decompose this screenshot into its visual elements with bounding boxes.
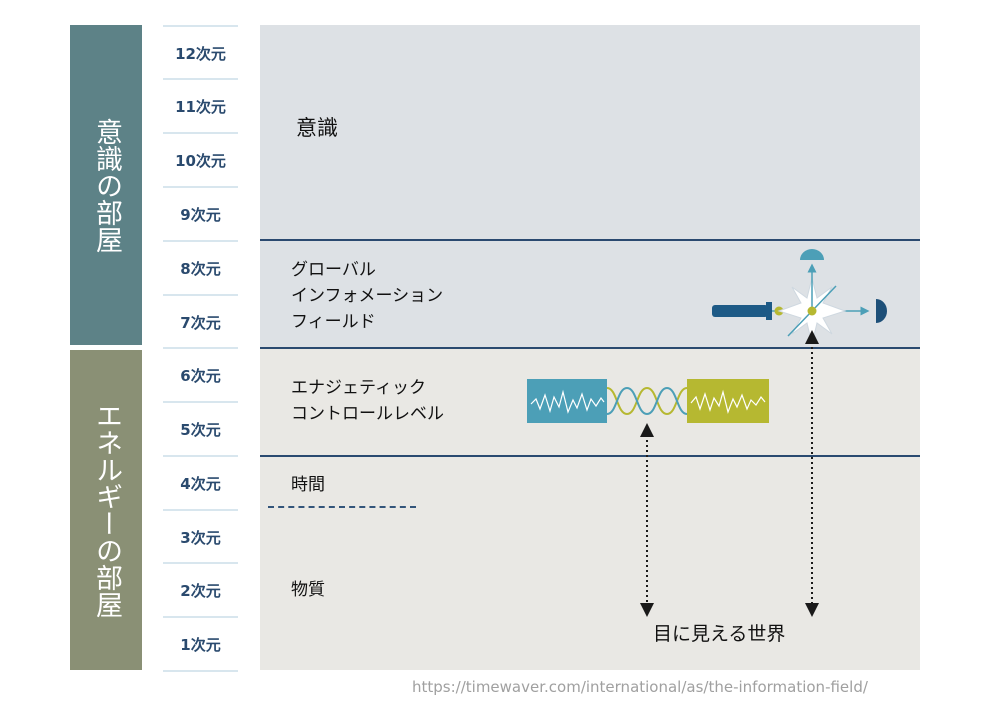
dimension-3: 3次元 [163, 509, 238, 563]
dimension-10: 10次元 [163, 132, 238, 186]
level-matter: 物質 [291, 580, 325, 600]
sine-wave-teal [606, 386, 688, 416]
dimension-column: 12次元 11次元 10次元 9次元 8次元 7次元 6次元 5次元 4次元 3… [163, 25, 238, 672]
dimension-1: 1次元 [163, 616, 238, 670]
consciousness-panel [260, 25, 920, 240]
dimension-2: 2次元 [163, 562, 238, 616]
level-time: 時間 [291, 475, 325, 495]
center-dot [807, 306, 817, 316]
noise-wave-teal [530, 389, 605, 414]
dimension-9: 9次元 [163, 186, 238, 240]
time-matter-dashed-divider [268, 506, 416, 508]
energy-room-label: エネルギーの部屋 [70, 350, 142, 670]
noise-box-olive [687, 379, 769, 423]
divider-energetic [260, 455, 920, 457]
level-energetic-control: エナジェティック コントロールレベル [291, 378, 444, 424]
noise-wave-olive [690, 389, 766, 414]
visible-world-label: 目に見える世界 [653, 623, 786, 645]
detector-top-icon [800, 249, 824, 260]
emitter-device [712, 302, 772, 320]
noise-box-teal [527, 379, 607, 423]
detector-right-icon [876, 299, 887, 323]
divider-global-field [260, 347, 920, 349]
divider-consciousness [260, 239, 920, 241]
dimension-7: 7次元 [163, 294, 238, 348]
level-consciousness: 意識 [296, 116, 338, 140]
dimension-8: 8次元 [163, 240, 238, 294]
dimension-bottom-line [163, 670, 238, 672]
dimension-12: 12次元 [163, 25, 238, 79]
dimension-4: 4次元 [163, 455, 238, 509]
level-global-field: グローバル インフォメーション フィールド [291, 260, 444, 332]
dimension-5: 5次元 [163, 401, 238, 455]
consciousness-room-label: 意識の部屋 [70, 25, 142, 345]
dimension-6: 6次元 [163, 347, 238, 401]
source-url: https://timewaver.com/international/as/t… [412, 678, 868, 696]
sine-wave-olive [606, 386, 688, 416]
dimension-11: 11次元 [163, 78, 238, 132]
